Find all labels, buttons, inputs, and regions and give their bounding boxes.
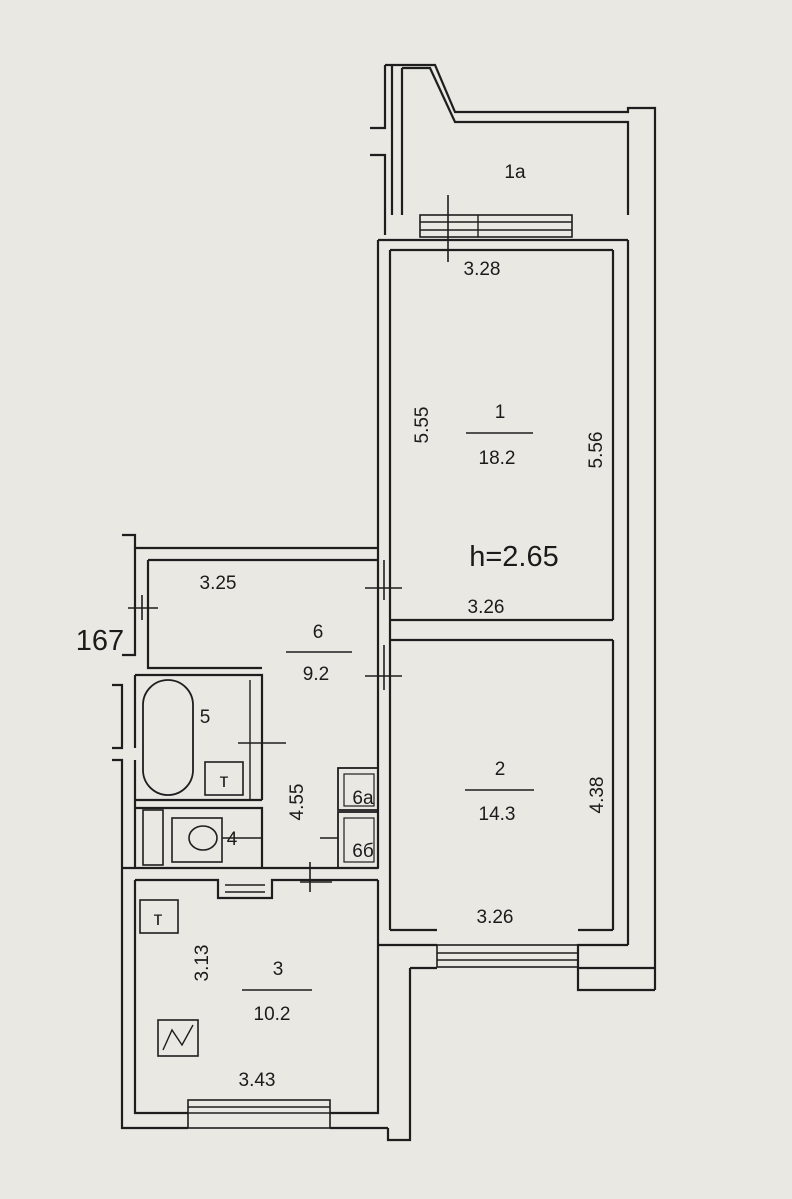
room-1-width-bottom: 3.26 — [468, 597, 505, 618]
room-1a-label: 1a — [504, 162, 526, 183]
bathtub-icon — [142, 679, 194, 796]
svg-text:т: т — [220, 771, 229, 792]
room-3-length: 3.13 — [192, 945, 213, 982]
room-2-number: 2 — [495, 759, 506, 780]
svg-text:т: т — [154, 909, 163, 930]
room-6-area: 9.2 — [303, 664, 329, 685]
room-6b-number: 6б — [352, 841, 374, 862]
stove-icon — [157, 1019, 199, 1057]
room-6-label: 6 9.2 3.25 4.55 — [200, 573, 352, 820]
outer-walls — [112, 238, 655, 1142]
room-6-length: 4.55 — [287, 784, 308, 821]
room-1-width-top: 3.28 — [464, 259, 501, 280]
room-2-label: 2 14.3 4.38 3.26 — [465, 759, 608, 928]
room-2-width: 3.26 — [477, 907, 514, 928]
room-3-area: 10.2 — [254, 1004, 291, 1025]
ceiling-height: h=2.65 — [469, 541, 559, 573]
room-2-length: 4.38 — [587, 777, 608, 814]
room-6-number: 6 — [313, 622, 324, 643]
room-1-area: 18.2 — [479, 448, 516, 469]
room-3-label: 3 10.2 3.13 3.43 — [192, 945, 312, 1091]
room-1-length-left: 5.55 — [412, 407, 433, 444]
room-1-label: 1 18.2 5.55 5.56 3.28 3.26 — [412, 259, 607, 618]
bathroom-5: т — [135, 673, 264, 802]
room-1a-number: 1a — [504, 162, 526, 183]
room-1-length-right: 5.56 — [586, 432, 607, 469]
kitchen-fixtures: т — [139, 899, 199, 1057]
room-5-number: 5 — [200, 707, 211, 728]
room-3-width: 3.43 — [239, 1070, 276, 1091]
toilet-icon — [171, 817, 223, 863]
room-2-area: 14.3 — [479, 804, 516, 825]
room-3-number: 3 — [273, 959, 284, 980]
kitchen-sink-icon — [139, 899, 179, 934]
wall-mark-167: 167 — [76, 625, 124, 657]
wc-4 — [135, 806, 264, 868]
closets — [337, 767, 379, 869]
room-6a-number: 6a — [352, 788, 374, 809]
door-marks — [128, 560, 402, 892]
room-4-number: 4 — [227, 829, 238, 850]
room-1-number: 1 — [495, 402, 506, 423]
sink-icon — [204, 761, 244, 796]
room-6-width: 3.25 — [200, 573, 237, 594]
